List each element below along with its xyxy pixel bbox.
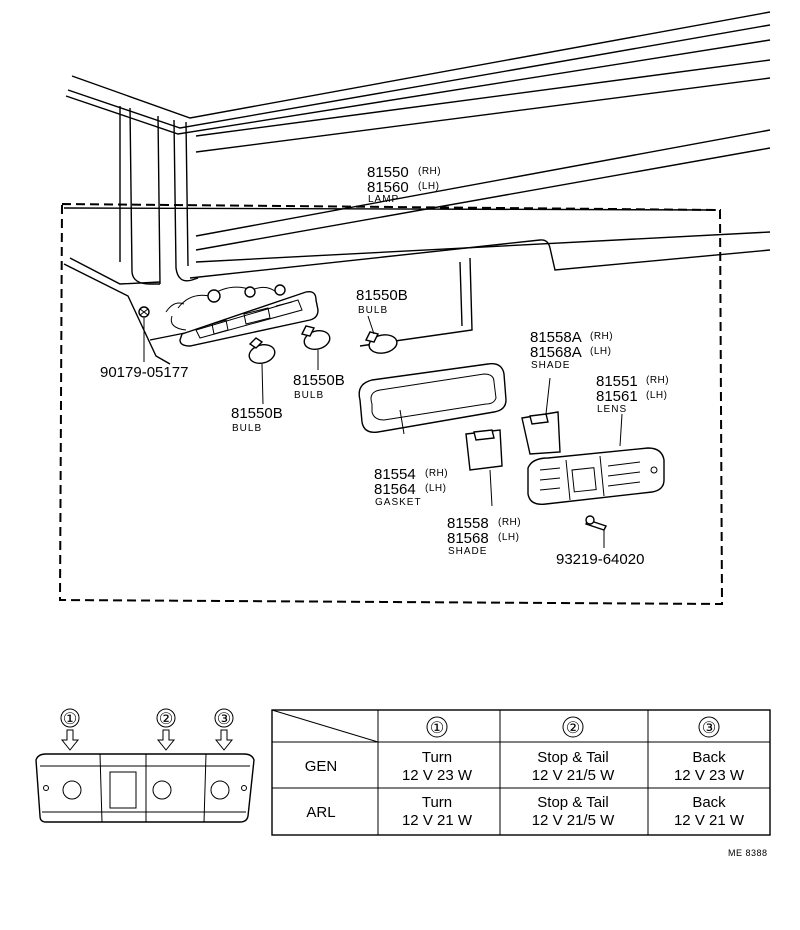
bulb-mid-number: 81550B [293,372,345,389]
bulb-mid-name: BULB [294,390,324,401]
shade-a-name: SHADE [531,360,570,371]
position-marker-2: ② [156,708,176,751]
gen-cell-2-rating: 12 V 21/5 W [532,767,615,784]
table-row-arl-name: ARL [306,804,335,821]
gasket-rh-side: (RH) [425,468,448,479]
bulb-top-name: BULB [358,305,388,316]
shade-rh-number: 81558 [447,515,489,532]
shade-b [465,429,503,507]
table-header-2: ② [566,720,580,737]
bulb-top-number: 81550B [356,287,408,304]
position-marker-1: ① [60,708,80,751]
lens-rh-number: 81551 [596,373,638,390]
shade-lh-side: (LH) [498,532,519,543]
position-label-3: ③ [217,711,231,728]
lens-lh-number: 81561 [596,388,638,405]
gen-cell-2-type: Stop & Tail [537,749,608,766]
lamp-lh-side: (LH) [418,181,439,192]
gen-cell-3-rating: 12 V 23 W [674,767,745,784]
gasket [358,363,507,435]
shade-a [521,377,561,455]
arl-cell-3-rating: 12 V 21 W [674,812,745,829]
bulb-middle [248,337,276,405]
bulb-low-number: 81550B [231,405,283,422]
table-header-1: ① [430,720,444,737]
bulb-low-name: BULB [232,423,262,434]
table-header-3: ③ [702,720,716,737]
lamp-rh-number: 81550 [367,164,409,181]
bulb-top [364,315,398,354]
lens [527,413,665,505]
table-row-gen-name: GEN [305,758,338,775]
position-label-1: ① [63,711,77,728]
position-marker-3: ③ [214,708,234,751]
inset-frame [58,202,724,606]
gasket-rh-number: 81554 [374,466,416,483]
bulb-right [300,325,331,370]
arl-cell-1-rating: 12 V 21 W [402,812,473,829]
bulb-table: ① ② ③ GEN Turn 12 V 23 W Stop & Tail 12 … [271,709,771,836]
screw-left-number: 90179-05177 [100,364,188,381]
screw-left [138,306,150,362]
gen-cell-1-type: Turn [422,749,452,766]
screw-right-number: 93219-64020 [556,551,644,568]
lamp-rh-side: (RH) [418,166,441,177]
arl-cell-1-type: Turn [422,794,452,811]
lens-lh-side: (LH) [646,390,667,401]
gen-cell-1-rating: 12 V 23 W [402,767,473,784]
arl-cell-2-type: Stop & Tail [537,794,608,811]
lamp-housing [165,284,319,347]
lens-rh-side: (RH) [646,375,669,386]
gen-cell-3-type: Back [692,749,726,766]
shade-lh-number: 81568 [447,530,489,547]
screw-right [585,515,607,548]
shade-a-rh-side: (RH) [590,331,613,342]
shade-rh-side: (RH) [498,517,521,528]
arl-cell-3-type: Back [692,794,726,811]
lamp-face-diagram [35,753,255,823]
lamp-name: LAMP [368,194,399,205]
shade-a-lh-side: (LH) [590,346,611,357]
shade-a-rh-number: 81558A [530,329,582,346]
shade-name: SHADE [448,546,487,557]
vehicle-body [63,11,771,365]
gasket-lh-number: 81564 [374,481,416,498]
gasket-lh-side: (LH) [425,483,446,494]
gasket-name: GASKET [375,497,422,508]
arl-cell-2-rating: 12 V 21/5 W [532,812,615,829]
figure-code: ME 8388 [728,848,768,858]
lens-name: LENS [597,404,627,415]
lamp-lh-number: 81560 [367,179,409,196]
shade-a-lh-number: 81568A [530,344,582,361]
position-label-2: ② [159,711,173,728]
